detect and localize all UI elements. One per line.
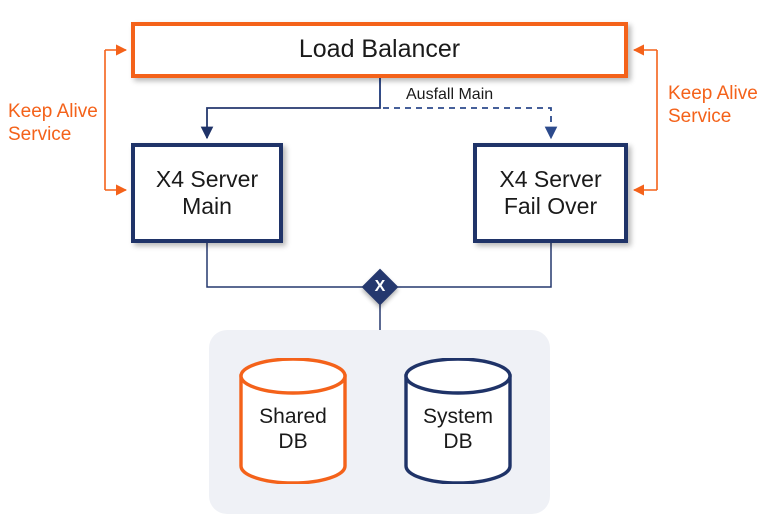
connector-lb-to-failover-dashed (379, 78, 558, 140)
node-load-balancer[interactable]: Load Balancer (131, 22, 628, 78)
x4-server-fail-over-label: X4 Server Fail Over (499, 165, 602, 219)
node-x4-server-fail-over[interactable]: X4 Server Fail Over (473, 143, 628, 243)
system-db-cylinder-icon (404, 357, 512, 485)
node-system-db[interactable]: System DB (402, 357, 514, 485)
junction-diamond-label: X (374, 278, 386, 295)
node-shared-db[interactable]: Shared DB (237, 357, 349, 485)
keep-alive-service-label-right: Keep Alive Service (668, 83, 758, 128)
ausfall-main-label: Ausfall Main (406, 86, 494, 103)
x4-server-main-label: X4 Server Main (155, 165, 259, 219)
shared-db-cylinder-icon (239, 357, 347, 485)
keep-alive-service-label-left: Keep Alive Service (8, 101, 98, 146)
connector-main-to-junction (206, 243, 364, 288)
load-balancer-label: Load Balancer (298, 35, 461, 64)
node-x4-server-main[interactable]: X4 Server Main (131, 143, 283, 243)
junction-diamond[interactable]: X (361, 268, 399, 306)
connector-lb-to-main (200, 78, 381, 140)
connector-failover-to-junction (396, 243, 552, 288)
